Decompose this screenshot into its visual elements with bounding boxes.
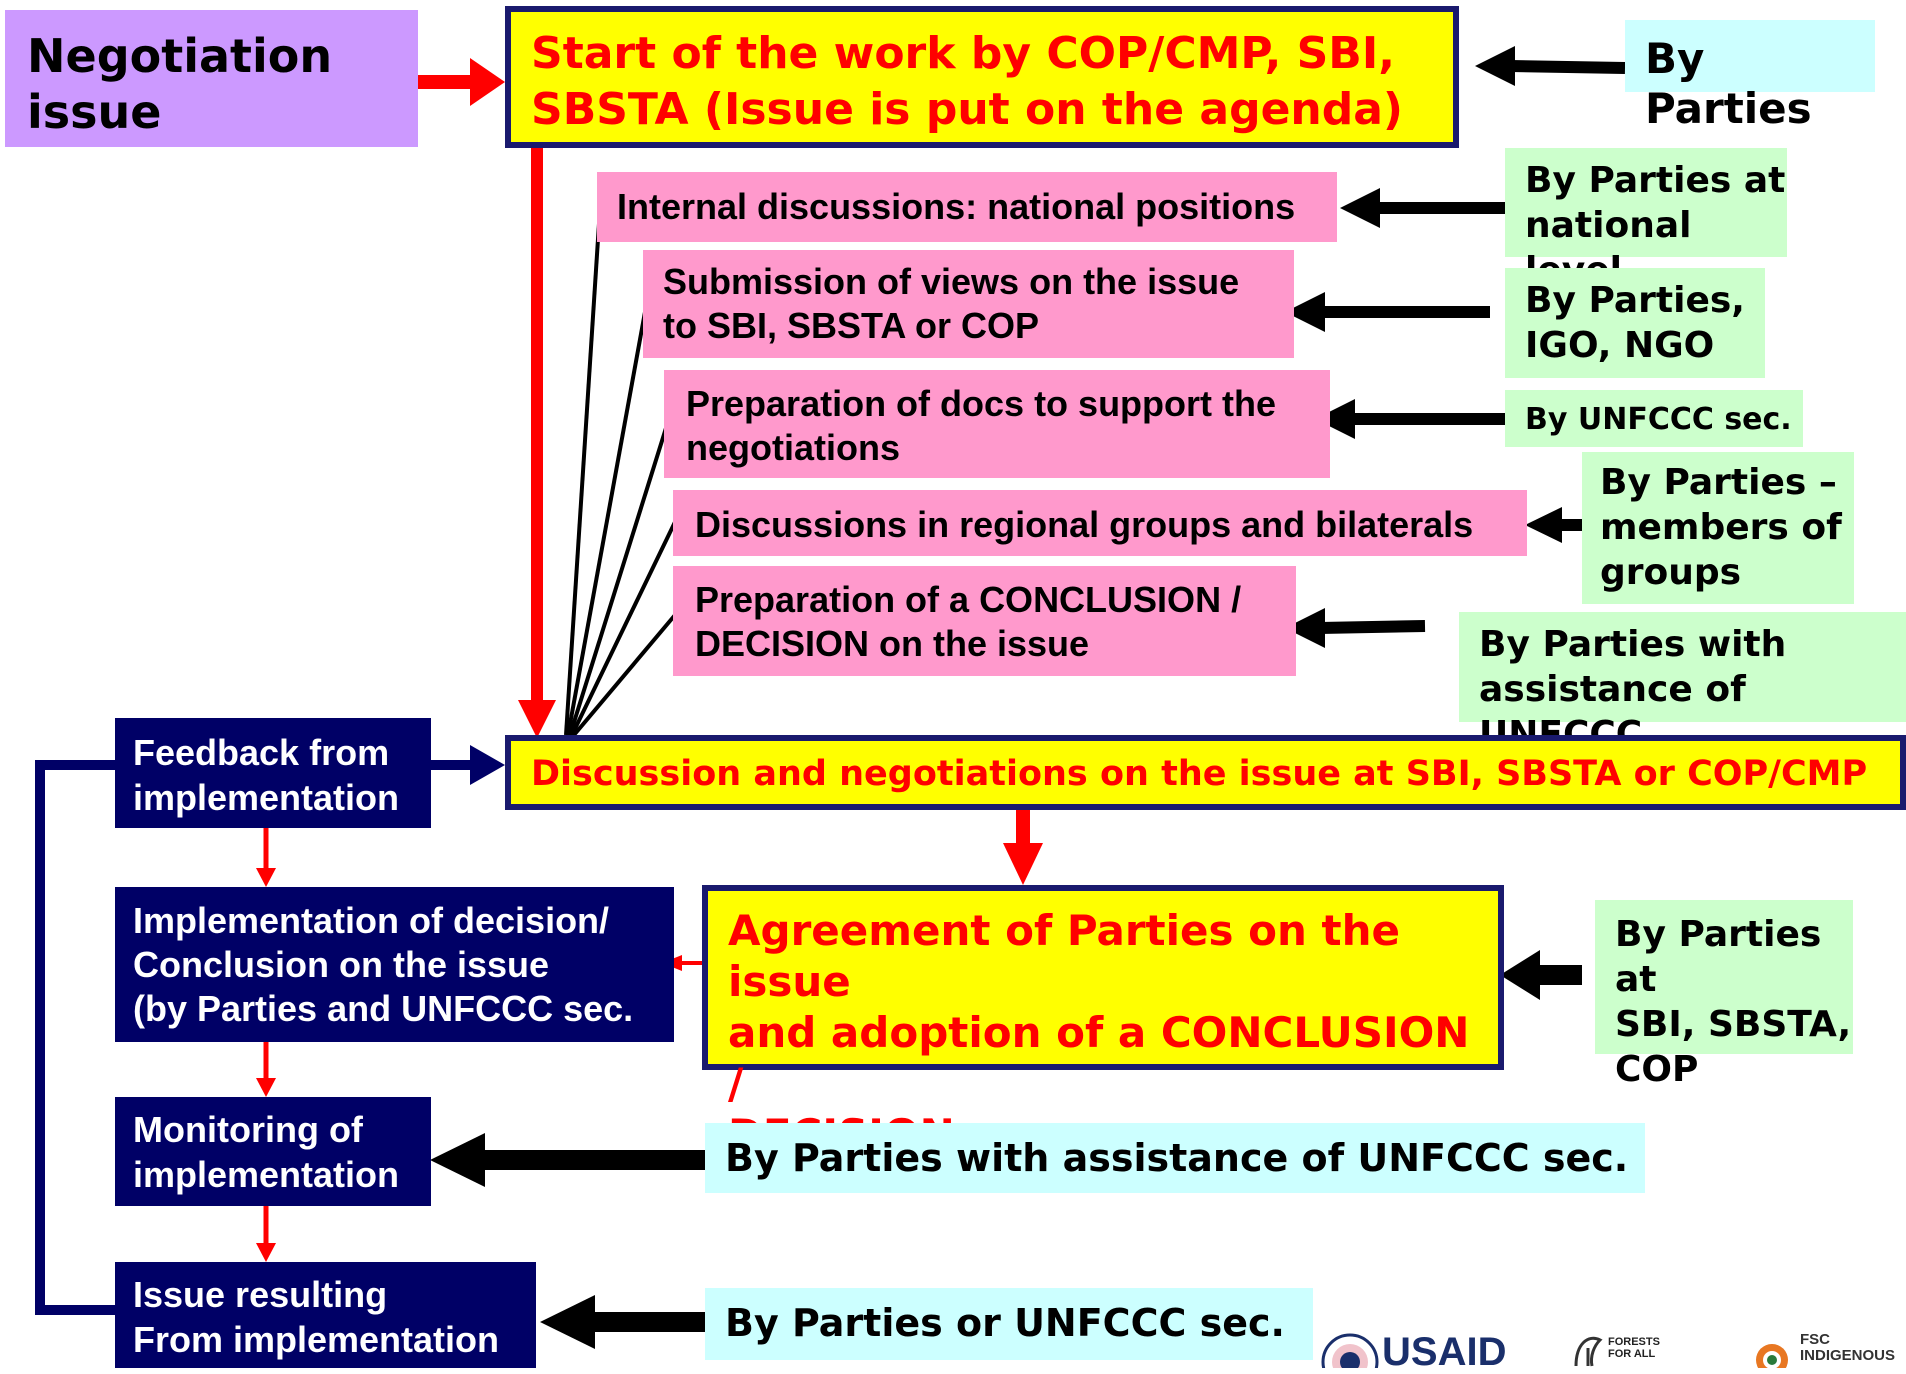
monitoring-text: Monitoring of implementation <box>133 1109 400 1195</box>
actor-issue-resulting: By Parties or UNFCCC sec. <box>705 1288 1313 1360</box>
issue-resulting-text: Issue resulting From implementation <box>133 1274 500 1360</box>
by-parties-top-text: By Parties <box>1645 34 1812 134</box>
actor-parties-igo-ngo: By Parties, IGO, NGO <box>1505 268 1765 378</box>
actor-text: By Parties at national level <box>1525 160 1786 291</box>
monitoring-box: Monitoring of implementation <box>115 1097 431 1206</box>
fan-line-3 <box>568 427 668 736</box>
start-of-work-text: Start of the work by COP/CMP, SBI, SBSTA… <box>531 28 1404 135</box>
actor-members-of-groups: By Parties – members of groups <box>1582 452 1854 604</box>
step-submission-of-views: Submission of views on the issue to SBI,… <box>643 250 1294 358</box>
actor-monitoring-text: By Parties with assistance of UNFCCC sec… <box>725 1136 1629 1180</box>
implementation-box: Implementation of decision/ Conclusion o… <box>115 887 674 1042</box>
step-preparation-of-conclusion: Preparation of a CONCLUSION / DECISION o… <box>673 566 1296 676</box>
implementation-text: Implementation of decision/ Conclusion o… <box>133 900 634 1029</box>
actor-national-level: By Parties at national level <box>1505 148 1787 291</box>
issue-resulting-box: Issue resulting From implementation <box>115 1262 536 1368</box>
fan-line-5 <box>572 613 677 737</box>
actor-agreement: By Parties at SBI, SBSTA, COP <box>1595 900 1853 1090</box>
arrow-actor-5 <box>1319 620 1426 634</box>
forests-for-all-icon <box>1574 1336 1603 1367</box>
arrow-by-parties-top <box>1509 60 1626 74</box>
step-label: Discussions in regional groups and bilat… <box>695 504 1474 545</box>
arrow-head-start-to-discussion <box>518 700 556 738</box>
step-preparation-of-docs: Preparation of docs to support the negot… <box>664 370 1330 478</box>
arrow-head-negotiation <box>470 58 505 106</box>
start-of-work-box: Start of the work by COP/CMP, SBI, SBSTA… <box>505 6 1459 148</box>
negotiation-issue-box: Negotiation issue <box>5 10 418 147</box>
fsc-indigenous-icon <box>1756 1344 1788 1368</box>
actor-text: By Parties, IGO, NGO <box>1525 280 1745 366</box>
actor-text: By Parties with assistance of UNFCCC <box>1479 624 1787 755</box>
feedback-box: Feedback from implementation <box>115 718 431 828</box>
negotiation-issue-text: Negotiation issue <box>27 29 333 139</box>
actor-agreement-text: By Parties at SBI, SBSTA, COP <box>1615 914 1852 1090</box>
by-parties-top-box: By Parties <box>1625 20 1875 133</box>
fan-line-2 <box>566 311 647 736</box>
actor-text: By Parties – members of groups <box>1600 462 1842 593</box>
discussion-negotiation-box: Discussion and negotiations on the issue… <box>505 735 1906 810</box>
step-label: Submission of views on the issue to SBI,… <box>663 261 1240 346</box>
forests-for-all-logo: FORESTS FOR ALL <box>1608 1336 1660 1360</box>
agreement-text: Agreement of Parties on the issue and ad… <box>728 906 1470 1159</box>
fsc-indigenous-logo: FSC INDIGENOUS <box>1800 1331 1896 1364</box>
step-label: Preparation of docs to support the negot… <box>686 383 1277 468</box>
arrow-head-by-parties-top <box>1475 46 1515 86</box>
discussion-negotiation-text: Discussion and negotiations on the issue… <box>531 754 1868 794</box>
step-internal-discussions: Internal discussions: national positions <box>597 172 1337 242</box>
actor-text: By UNFCCC sec. <box>1525 402 1792 437</box>
arrow-head-feedback <box>470 745 505 785</box>
step-regional-discussions: Discussions in regional groups and bilat… <box>673 490 1527 556</box>
actor-parties-with-assistance: By Parties with assistance of UNFCCC <box>1459 612 1906 755</box>
feedback-text: Feedback from implementation <box>133 732 400 818</box>
actor-unfccc-sec: By UNFCCC sec. <box>1505 390 1803 447</box>
step-label: Internal discussions: national positions <box>617 186 1296 227</box>
step-label: Preparation of a CONCLUSION / DECISION o… <box>695 579 1242 664</box>
agreement-box: Agreement of Parties on the issue and ad… <box>702 885 1504 1159</box>
logo-strip: USAID FORESTS FOR ALL FSC INDIGENOUS <box>1320 1330 1906 1372</box>
actor-issue-resulting-text: By Parties or UNFCCC sec. <box>725 1301 1285 1345</box>
fan-line-4 <box>570 521 677 736</box>
usaid-logo: USAID <box>1382 1330 1507 1374</box>
usaid-seal-icon <box>1321 1333 1379 1368</box>
actor-monitoring: By Parties with assistance of UNFCCC sec… <box>705 1123 1645 1193</box>
fan-line-1 <box>564 207 602 736</box>
